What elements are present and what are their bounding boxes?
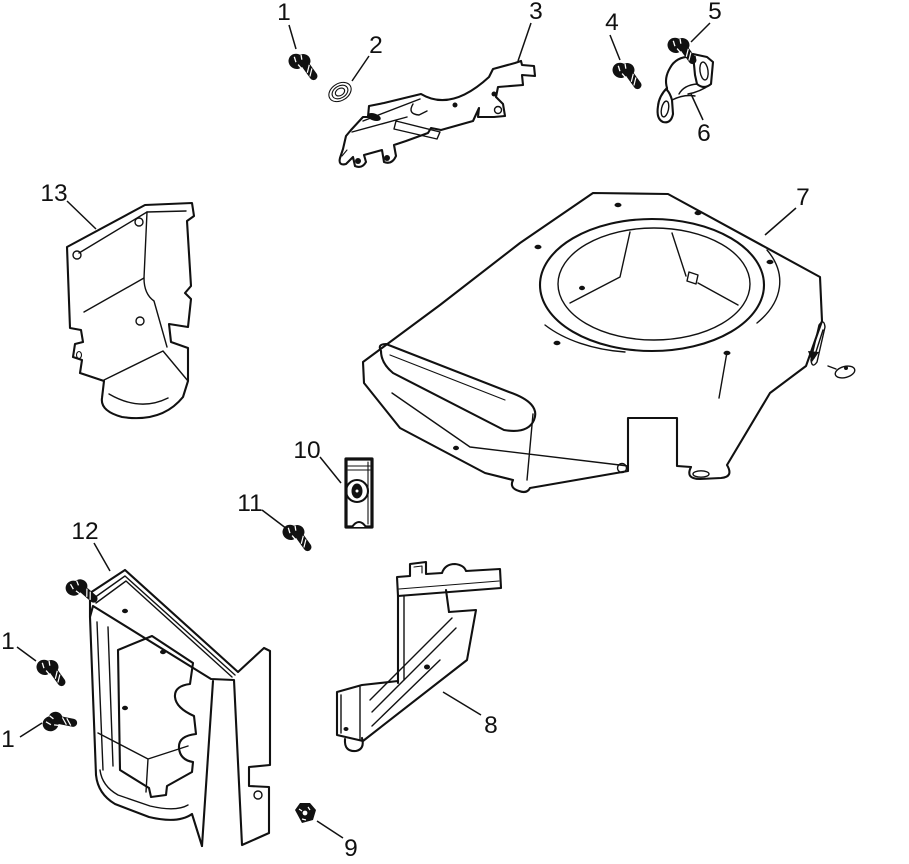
part-10-retainer-clip bbox=[346, 459, 372, 527]
callout-label-9: 9 bbox=[344, 835, 358, 862]
callout-leader-9 bbox=[317, 821, 343, 838]
callout-leader-6 bbox=[691, 94, 703, 120]
screw-glyph-3 bbox=[280, 519, 315, 549]
callout-leader-1 bbox=[20, 723, 42, 737]
callout-label-1: 1 bbox=[1, 628, 15, 655]
part-3-upper-baffle-bracket bbox=[340, 61, 535, 167]
callout-leader-10 bbox=[320, 457, 341, 483]
callout-leader-13 bbox=[67, 201, 96, 229]
screw-glyph-1 bbox=[610, 57, 645, 87]
screw-glyph-0 bbox=[286, 48, 321, 78]
callout-leader-12 bbox=[94, 543, 110, 571]
callout-label-3: 3 bbox=[529, 0, 543, 25]
callout-leader-4 bbox=[610, 35, 620, 60]
callout-leader-3 bbox=[518, 23, 531, 61]
callout-label-12: 12 bbox=[71, 518, 98, 545]
callout-leader-8 bbox=[443, 692, 481, 715]
callout-label-4: 4 bbox=[605, 9, 619, 36]
callout-label-13: 13 bbox=[40, 180, 67, 207]
part-12-cylinder-shroud bbox=[90, 570, 270, 846]
callout-label-7: 7 bbox=[796, 184, 810, 211]
callout-label-2: 2 bbox=[369, 32, 383, 59]
callout-leader-11 bbox=[262, 510, 287, 529]
callout-label-5: 5 bbox=[708, 0, 722, 25]
callout-leader-1 bbox=[17, 647, 36, 661]
nut-glyph bbox=[294, 802, 317, 824]
callout-leader-1 bbox=[289, 25, 296, 49]
callout-leader-2 bbox=[352, 56, 369, 81]
callout-label-11: 11 bbox=[237, 490, 262, 517]
screw-glyph-4 bbox=[64, 576, 98, 601]
screw-glyph-6 bbox=[40, 708, 74, 733]
callout-label-1: 1 bbox=[1, 726, 15, 753]
screw-glyph-5 bbox=[34, 654, 69, 684]
fastener-layer bbox=[34, 32, 700, 824]
callout-label-1: 1 bbox=[277, 0, 291, 26]
part-7-blower-housing bbox=[363, 193, 856, 492]
part-8-side-baffle bbox=[337, 562, 501, 751]
callout-label-8: 8 bbox=[484, 712, 498, 739]
callout-label-10: 10 bbox=[293, 437, 320, 464]
part-6-clamp-bracket bbox=[658, 54, 713, 122]
callout-leader-7 bbox=[765, 208, 796, 235]
part-2-sealing-washer bbox=[325, 78, 354, 105]
callout-label-6: 6 bbox=[697, 120, 711, 147]
callout-leader-5 bbox=[691, 23, 710, 42]
part-13-heat-deflector-baffle bbox=[67, 203, 194, 418]
